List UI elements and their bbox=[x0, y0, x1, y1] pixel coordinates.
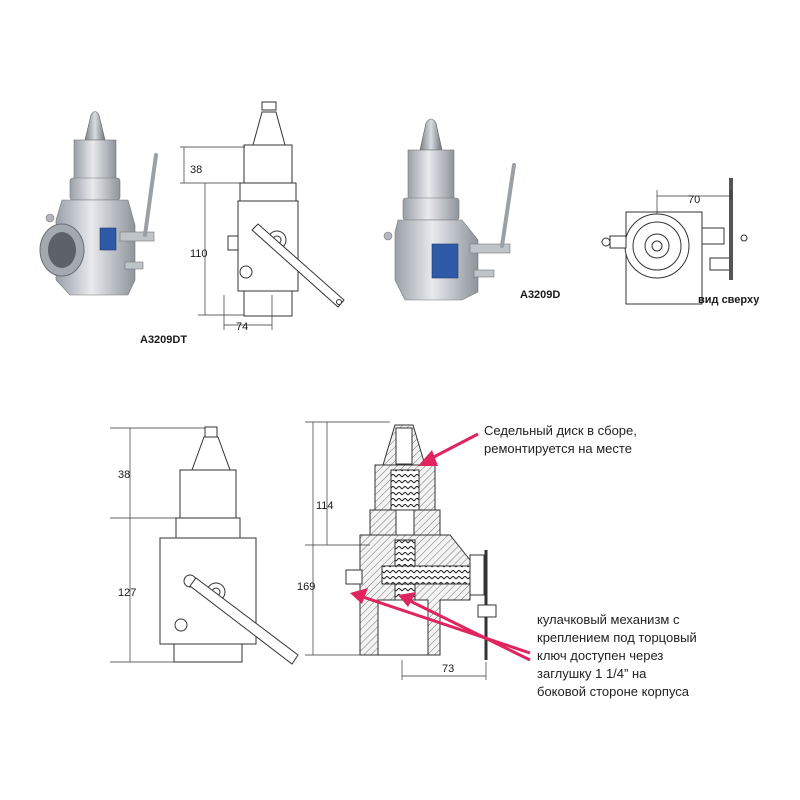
dim-top-view-width: 70 bbox=[688, 194, 700, 206]
model-label-a3209d: A3209D bbox=[520, 289, 560, 301]
photo-a3209d bbox=[383, 118, 516, 301]
cross-section bbox=[305, 421, 497, 680]
dim-d-top: 38 bbox=[118, 469, 130, 481]
photo-a3209dt bbox=[39, 111, 158, 296]
callout-arrows bbox=[350, 432, 531, 662]
dim-section-total: 169 bbox=[297, 581, 315, 593]
dim-dt-width: 74 bbox=[236, 321, 248, 333]
dim-d-height: 127 bbox=[118, 587, 136, 599]
model-label-a3209dt: A3209DT bbox=[140, 334, 187, 346]
callout-cam-line: заглушку 1 1/4” на bbox=[537, 666, 647, 681]
dim-dt-top: 38 bbox=[190, 164, 202, 176]
callout-cam-line: ключ доступен через bbox=[537, 648, 664, 663]
dim-section-upper: 114 bbox=[316, 500, 334, 512]
top-view-label: вид сверху bbox=[698, 294, 760, 306]
dim-section-width: 73 bbox=[442, 663, 454, 675]
dim-dt-height: 110 bbox=[190, 248, 208, 260]
drawing-a3209d bbox=[110, 426, 299, 665]
callout-cam-line: кулачковый механизм с bbox=[537, 612, 680, 627]
drawing-top-view bbox=[601, 178, 748, 305]
callout-seat-disc: Седельный диск в сборе, ремонтируется на… bbox=[484, 423, 637, 456]
callout-cam-line: боковой стороне корпуса bbox=[537, 684, 690, 699]
callout-cam-mechanism: кулачковый механизм с креплением под тор… bbox=[537, 611, 737, 701]
drawing-a3209dt bbox=[180, 101, 345, 330]
callout-cam-line: креплением под торцовый bbox=[537, 630, 697, 645]
